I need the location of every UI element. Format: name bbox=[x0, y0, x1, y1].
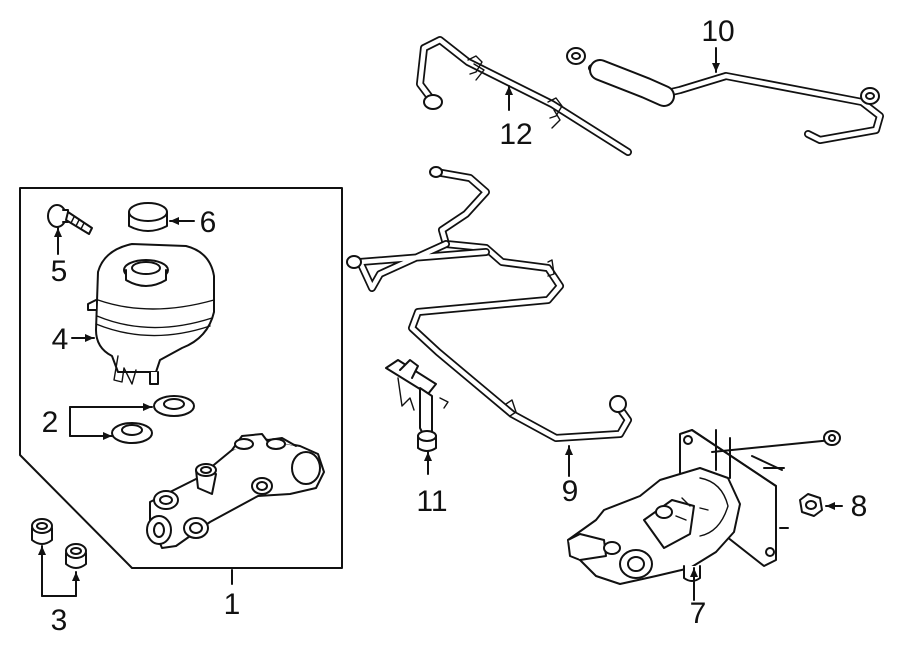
seal-left[interactable] bbox=[31, 518, 53, 545]
callout-7: 7 bbox=[690, 597, 707, 630]
seal-right[interactable] bbox=[65, 543, 87, 569]
leader-lines bbox=[38, 47, 843, 601]
vacuum-tube-12[interactable] bbox=[416, 36, 632, 156]
callout-6: 6 bbox=[200, 206, 217, 239]
check-valve[interactable] bbox=[385, 359, 449, 452]
callout-10: 10 bbox=[701, 15, 734, 48]
callout-4: 4 bbox=[52, 323, 69, 356]
bolt[interactable] bbox=[47, 204, 93, 235]
callout-1: 1 bbox=[224, 588, 241, 621]
assembly-group-outline bbox=[19, 187, 343, 569]
grommet-lower[interactable] bbox=[111, 422, 153, 444]
callout-11: 11 bbox=[416, 485, 447, 518]
callout-8: 8 bbox=[851, 490, 868, 523]
vacuum-hose-10[interactable] bbox=[566, 47, 884, 144]
callout-2: 2 bbox=[42, 406, 59, 439]
vacuum-tube-9[interactable] bbox=[346, 166, 632, 442]
callout-5: 5 bbox=[51, 255, 68, 288]
grommet-upper[interactable] bbox=[153, 395, 195, 417]
fluid-reservoir[interactable] bbox=[87, 243, 215, 385]
master-cylinder[interactable] bbox=[146, 433, 325, 549]
callout-3: 3 bbox=[51, 604, 68, 637]
callout-12: 12 bbox=[499, 118, 532, 151]
callout-9: 9 bbox=[562, 475, 579, 508]
nut[interactable] bbox=[799, 493, 823, 517]
reservoir-cap[interactable] bbox=[128, 202, 168, 232]
brake-booster[interactable] bbox=[567, 429, 841, 585]
